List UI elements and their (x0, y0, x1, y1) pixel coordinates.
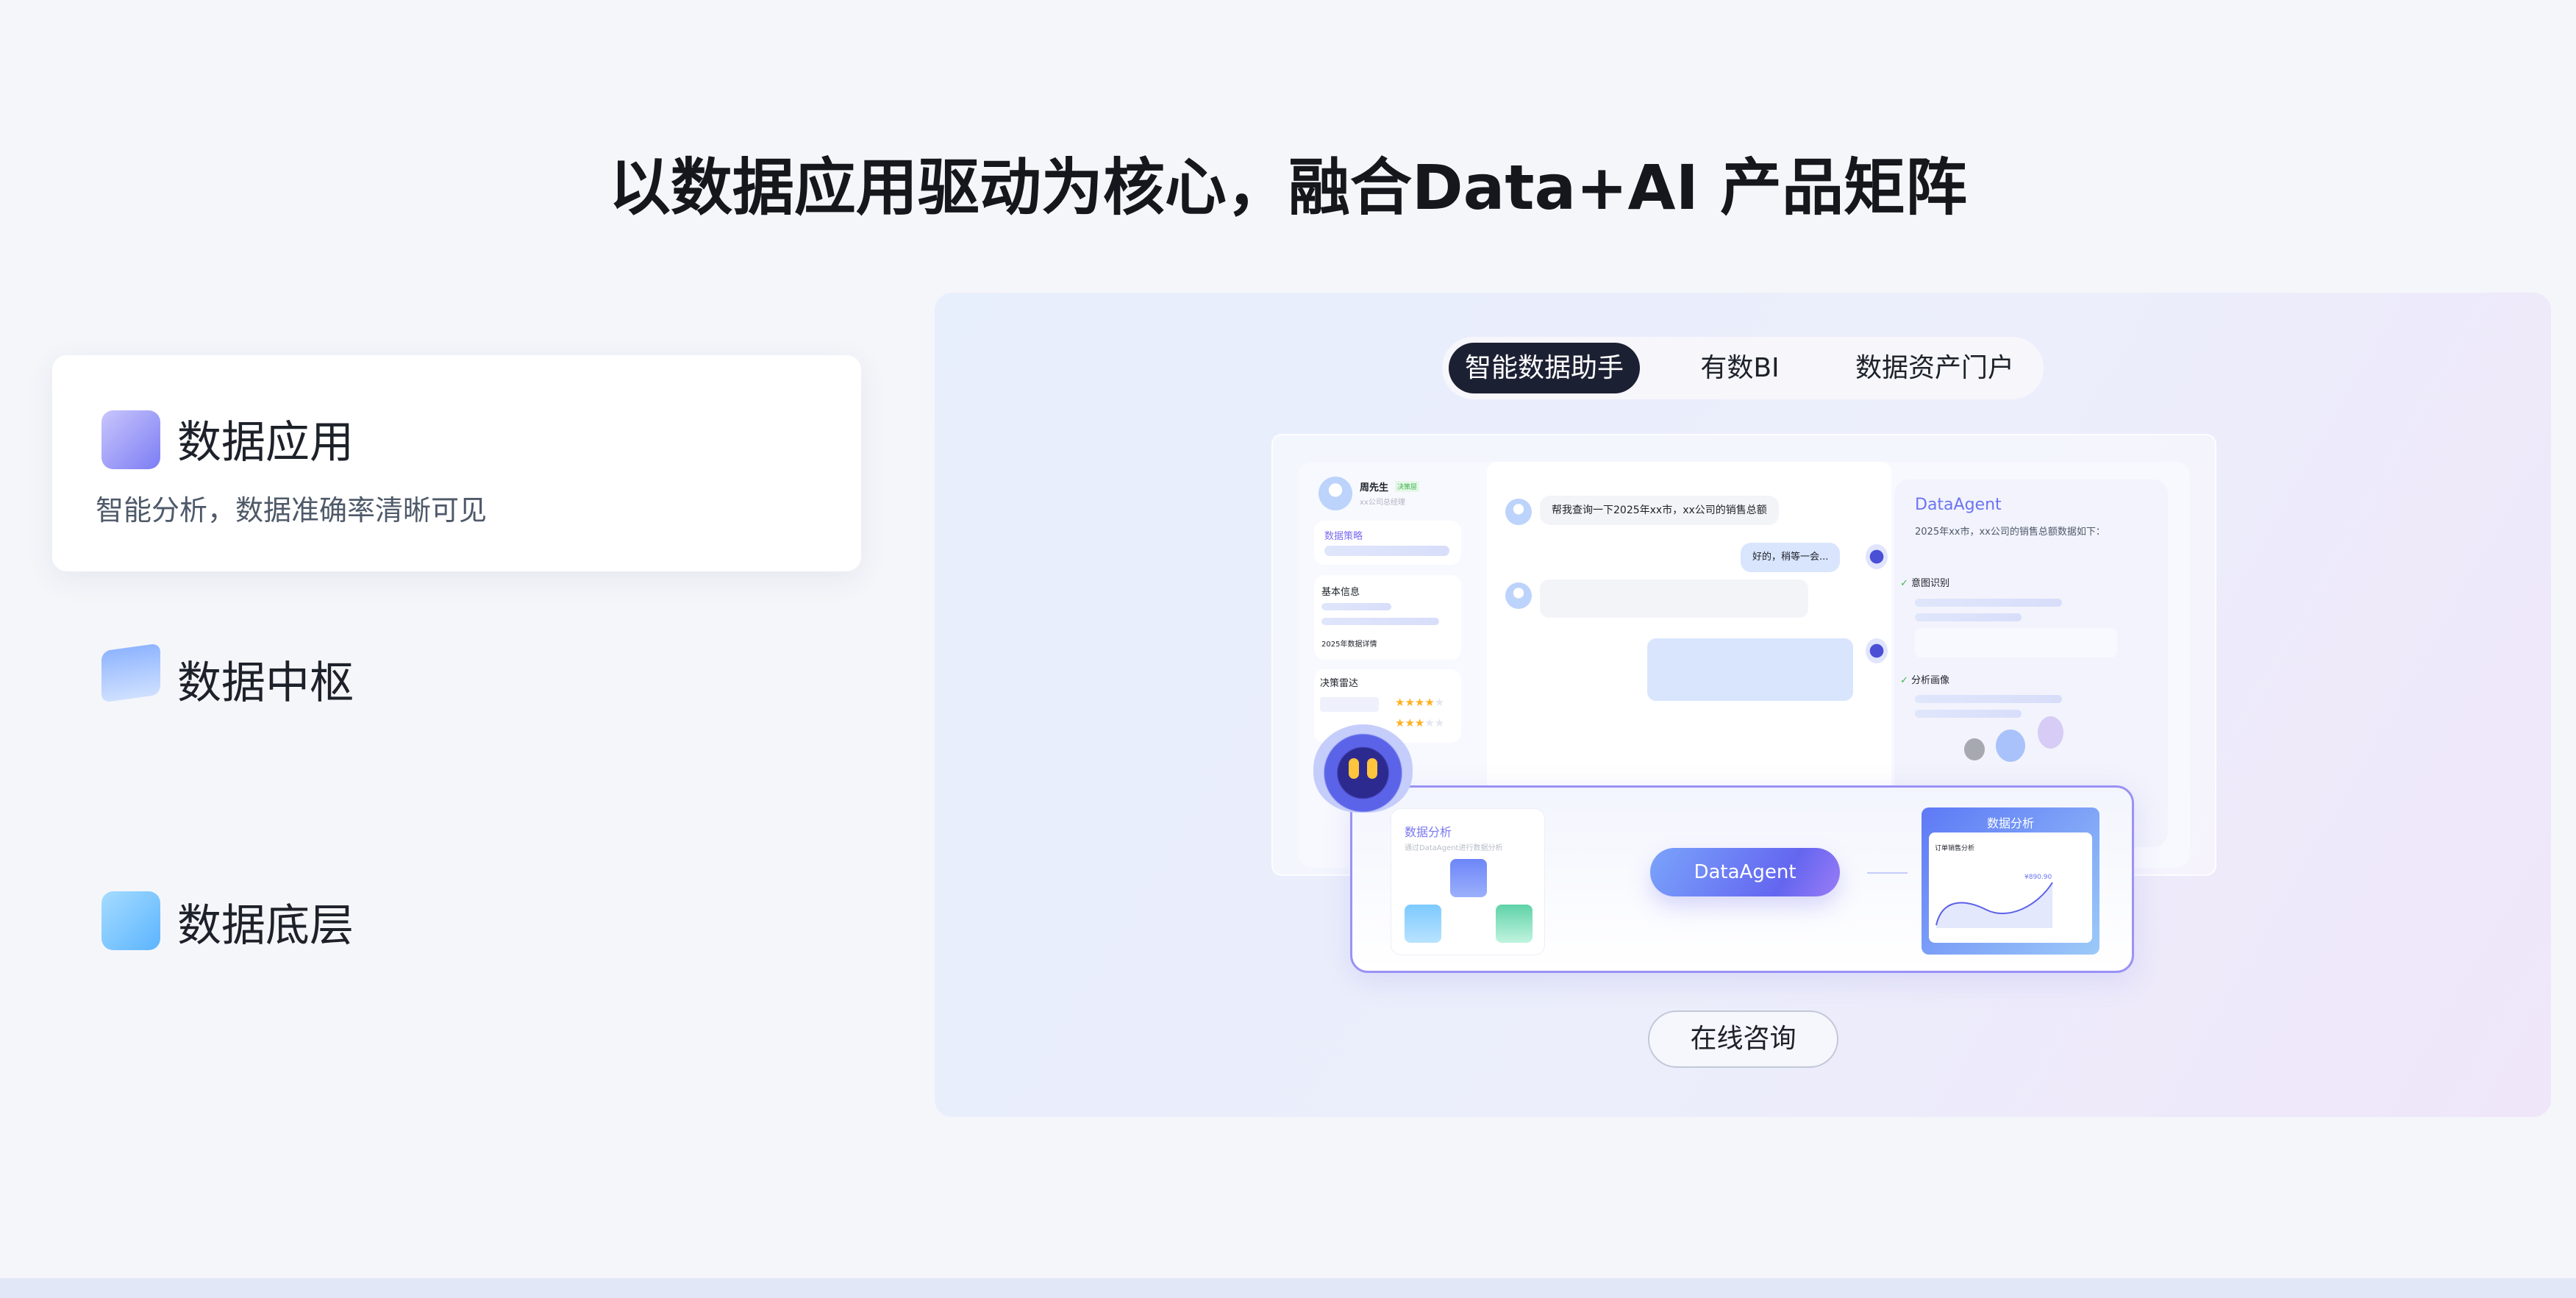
rating-stars: ★★★★★ (1395, 696, 1445, 709)
chart-title: 订单销售分析 (1935, 845, 1975, 852)
bottom-divider (0, 1278, 2576, 1298)
online-consult-button[interactable]: 在线咨询 (1648, 1010, 1838, 1068)
area-chart-icon (1496, 905, 1533, 943)
check-icon: ✓ (1900, 675, 1912, 686)
step-profile: ✓ 分析画像 (1900, 672, 1949, 686)
pie-chart-icon (1450, 859, 1487, 897)
agent-response-skeleton (1647, 638, 1853, 701)
agent-desc: 2025年xx市，xx公司的销售总额数据如下： (1915, 527, 2105, 538)
layers-icon (101, 643, 160, 703)
data-analysis-card: 数据分析 通过DataAgent进行数据分析 (1391, 808, 1545, 955)
strategy-card: 数据策略 (1314, 521, 1461, 565)
tab-smart-data-assistant[interactable]: 智能数据助手 (1449, 343, 1640, 393)
bot-avatar (1866, 638, 1888, 663)
nav-label: 数据底层 (177, 900, 354, 952)
strategy-label: 数据策略 (1324, 531, 1363, 542)
page-title: 以数据应用驱动为核心，融合Data+AI 产品矩阵 (608, 151, 1968, 224)
data-detail-label: 2025年数据详情 (1321, 641, 1377, 649)
check-icon: ✓ (1900, 578, 1912, 589)
tab-data-asset-portal[interactable]: 数据资产门户 (1855, 353, 2014, 383)
trend-icon (1405, 905, 1441, 943)
product-tabs: 智能数据助手 有数BI 数据资产门户 (1442, 337, 2044, 399)
nav-label: 数据应用 (177, 417, 354, 468)
agent-message: 好的，稍等一会... (1741, 543, 1841, 572)
bot-avatar (1866, 544, 1888, 569)
card-title: 数据分析 (1405, 825, 1452, 839)
nav-label: 数据中枢 (177, 657, 354, 709)
nav-item-data-application[interactable]: 数据应用 智能分析，数据准确率清晰可见 (52, 355, 861, 571)
profile-name: 周先生 (1360, 482, 1389, 493)
chart-trend-icon (101, 410, 160, 469)
chart-value: ¥890.90 (2024, 874, 2052, 881)
bar-chart-icon (101, 891, 160, 950)
step-intent: ✓ 意图识别 (1900, 575, 1949, 589)
tab-youshu-bi[interactable]: 有数BI (1700, 353, 1780, 383)
result-card: 数据分析 订单销售分析 ¥890.90 (1922, 807, 2099, 955)
nav-subtitle: 智能分析，数据准确率清晰可见 (96, 494, 488, 527)
nav-item-data-hub[interactable]: 数据中枢 (52, 640, 861, 713)
user-avatar (1505, 499, 1532, 525)
dataagent-node: DataAgent (1650, 848, 1840, 896)
user-avatar (1505, 582, 1532, 609)
profile-badge: 决策层 (1395, 481, 1420, 492)
basic-info-label: 基本信息 (1321, 587, 1360, 598)
card-desc: 通过DataAgent进行数据分析 (1405, 844, 1503, 852)
step-label: 意图识别 (1911, 578, 1950, 589)
arrow-icon (1867, 872, 1908, 874)
user-message: 帮我查询一下2025年xx市，xx公司的销售总额 (1540, 496, 1779, 525)
nav-item-data-foundation[interactable]: 数据底层 (52, 882, 861, 956)
mini-line-chart (1935, 882, 2053, 928)
basic-info-card: 基本信息 2025年数据详情 (1314, 575, 1461, 660)
step-label: 分析画像 (1911, 675, 1950, 686)
agent-flow-card: 数据分析 通过DataAgent进行数据分析 DataAgent 数据分析 订单… (1350, 785, 2134, 973)
robot-mascot-icon (1313, 724, 1413, 813)
profile-role: xx公司总经理 (1360, 499, 1405, 507)
radar-label: 决策雷达 (1320, 678, 1359, 689)
rating-stars: ★★★★★ (1395, 716, 1445, 730)
result-title: 数据分析 (1986, 816, 2034, 830)
agent-title: DataAgent (1915, 496, 2002, 514)
user-avatar (1319, 477, 1352, 510)
